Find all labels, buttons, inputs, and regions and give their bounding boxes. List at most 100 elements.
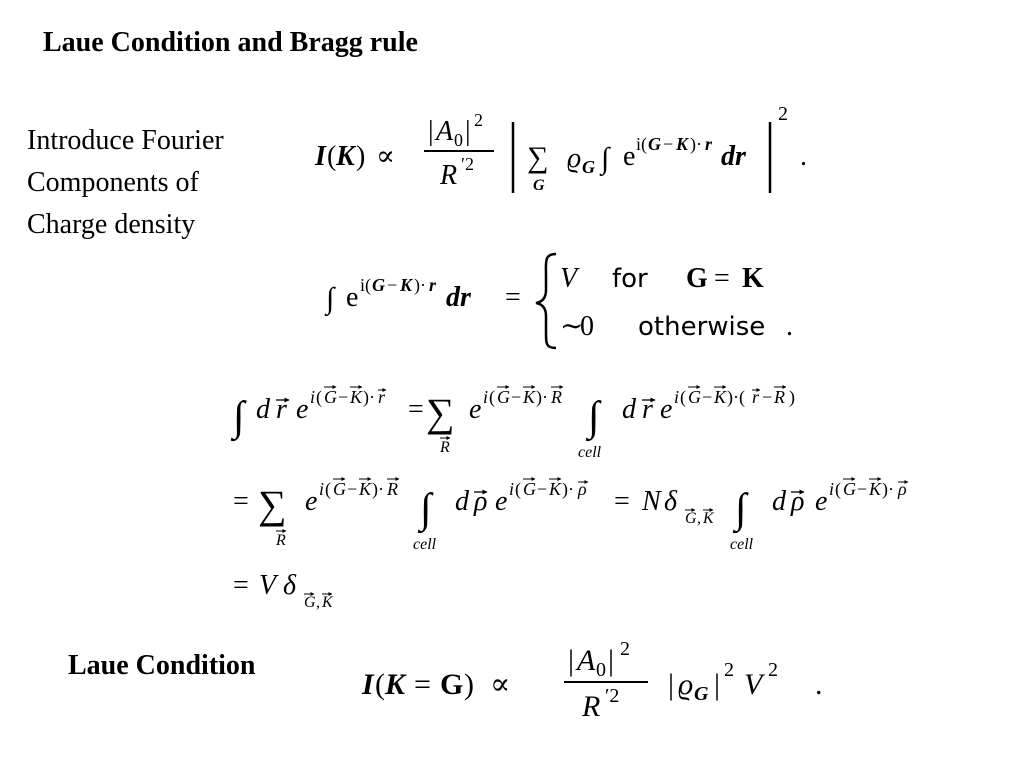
svg-text:0: 0: [580, 311, 594, 342]
svg-text:i: i: [310, 387, 315, 407]
derivation-line-3: = V δ G , K: [233, 570, 334, 611]
svg-text:,: ,: [316, 594, 320, 611]
svg-text:G: G: [324, 387, 337, 407]
svg-text:∼: ∼: [560, 311, 583, 342]
svg-text:K: K: [522, 387, 536, 407]
svg-text:e: e: [305, 486, 317, 517]
svg-text:2: 2: [724, 659, 734, 681]
svg-text:|: |: [428, 116, 434, 147]
svg-text:−: −: [537, 479, 547, 499]
svg-text:δ: δ: [283, 570, 297, 601]
derivation-line-2: = ∑ R e i ( G − K )· R ∫ cell d ρ e i ( …: [233, 477, 909, 553]
svg-text:A: A: [434, 116, 454, 147]
svg-text:A: A: [575, 644, 596, 677]
svg-text:e: e: [623, 141, 635, 172]
svg-text:G: G: [688, 387, 701, 407]
svg-text:(: (: [515, 479, 521, 500]
svg-text:G: G: [694, 683, 709, 705]
svg-text:d: d: [772, 486, 787, 517]
svg-text:I: I: [314, 141, 327, 172]
svg-text:)·: )·: [536, 387, 548, 408]
svg-text:K: K: [868, 479, 882, 499]
svg-text:G: G: [648, 134, 661, 154]
svg-text:G: G: [304, 594, 316, 611]
svg-text:|: |: [608, 644, 614, 677]
svg-text:G: G: [685, 510, 697, 527]
cell-label: cell: [413, 536, 437, 553]
svg-text:∝: ∝: [376, 141, 395, 172]
svg-text:.: .: [815, 668, 823, 701]
svg-text:r: r: [705, 134, 713, 154]
svg-text:i: i: [319, 479, 324, 499]
svg-text:): ): [789, 387, 795, 408]
svg-text:R: R: [275, 532, 286, 549]
svg-text:−: −: [762, 387, 772, 407]
svg-text:): ): [464, 668, 474, 701]
svg-text:∫: ∫: [230, 394, 247, 442]
svg-text:G: G: [497, 387, 510, 407]
svg-text:d: d: [256, 394, 271, 425]
svg-text:r: r: [752, 387, 760, 407]
svg-text:R: R: [386, 479, 398, 499]
svg-text:=: =: [714, 263, 730, 294]
case-for-label: for: [612, 264, 648, 294]
svg-text:i(: i(: [636, 134, 647, 155]
svg-text:∑: ∑: [258, 482, 287, 527]
svg-text:−: −: [511, 387, 521, 407]
integral-cases-equation: ∫ e i( G − K )· r dr = V for G = K ∼ 0 o…: [324, 252, 793, 350]
svg-text:e: e: [346, 282, 358, 313]
svg-text:e: e: [296, 394, 308, 425]
intro-line-2: Components of: [27, 167, 199, 198]
svg-text:2: 2: [768, 659, 778, 681]
svg-text:)·: )·: [690, 134, 702, 155]
svg-text:−: −: [347, 479, 357, 499]
svg-text:)·: )·: [414, 275, 426, 296]
svg-text:(: (: [835, 479, 841, 500]
svg-text:(: (: [325, 479, 331, 500]
svg-text:R: R: [439, 160, 457, 191]
cell-label: cell: [578, 444, 602, 461]
laue-condition-equation: I ( K = G ) ∝ | A 0 | 2 R ′2 | ϱ G | 2 V…: [361, 638, 823, 723]
svg-text:K: K: [321, 594, 334, 611]
svg-text:V: V: [259, 570, 279, 601]
svg-text:K: K: [335, 141, 357, 172]
svg-text:′2: ′2: [605, 685, 619, 707]
svg-text:G: G: [686, 263, 708, 294]
svg-text:R: R: [581, 690, 600, 723]
svg-text:δ: δ: [664, 486, 678, 517]
svg-text:K: K: [399, 275, 414, 295]
svg-text:e: e: [469, 394, 481, 425]
svg-text:(: (: [327, 141, 336, 172]
svg-text:d: d: [622, 394, 637, 425]
svg-text:G: G: [440, 668, 463, 701]
svg-text:|: |: [465, 116, 471, 147]
svg-text:G: G: [333, 479, 346, 499]
svg-text:e: e: [495, 486, 507, 517]
svg-text:ρ: ρ: [790, 486, 804, 517]
intro-text: Introduce Fourier Components of Charge d…: [27, 120, 224, 246]
svg-text:e: e: [660, 394, 672, 425]
svg-text:=: =: [408, 394, 424, 425]
svg-text:d: d: [455, 486, 470, 517]
svg-text:)·(: )·(: [727, 387, 745, 408]
svg-text:K: K: [702, 510, 715, 527]
svg-text:−: −: [857, 479, 867, 499]
svg-text:(: (: [316, 387, 322, 408]
svg-text:(: (: [489, 387, 495, 408]
svg-text:K: K: [675, 134, 690, 154]
svg-text:r: r: [378, 387, 386, 407]
svg-text:)·: )·: [372, 479, 384, 500]
svg-text:i: i: [483, 387, 488, 407]
svg-text:i: i: [509, 479, 514, 499]
svg-text:G: G: [372, 275, 385, 295]
svg-text:r: r: [429, 275, 437, 295]
svg-text:′2: ′2: [461, 154, 474, 174]
svg-text:ρ: ρ: [577, 479, 587, 499]
svg-text:R: R: [439, 439, 450, 456]
svg-text:∑: ∑: [426, 390, 455, 435]
svg-text:2: 2: [474, 110, 483, 130]
svg-text:∫: ∫: [417, 486, 434, 534]
svg-text:|: |: [568, 644, 574, 677]
svg-text:r: r: [276, 394, 287, 425]
